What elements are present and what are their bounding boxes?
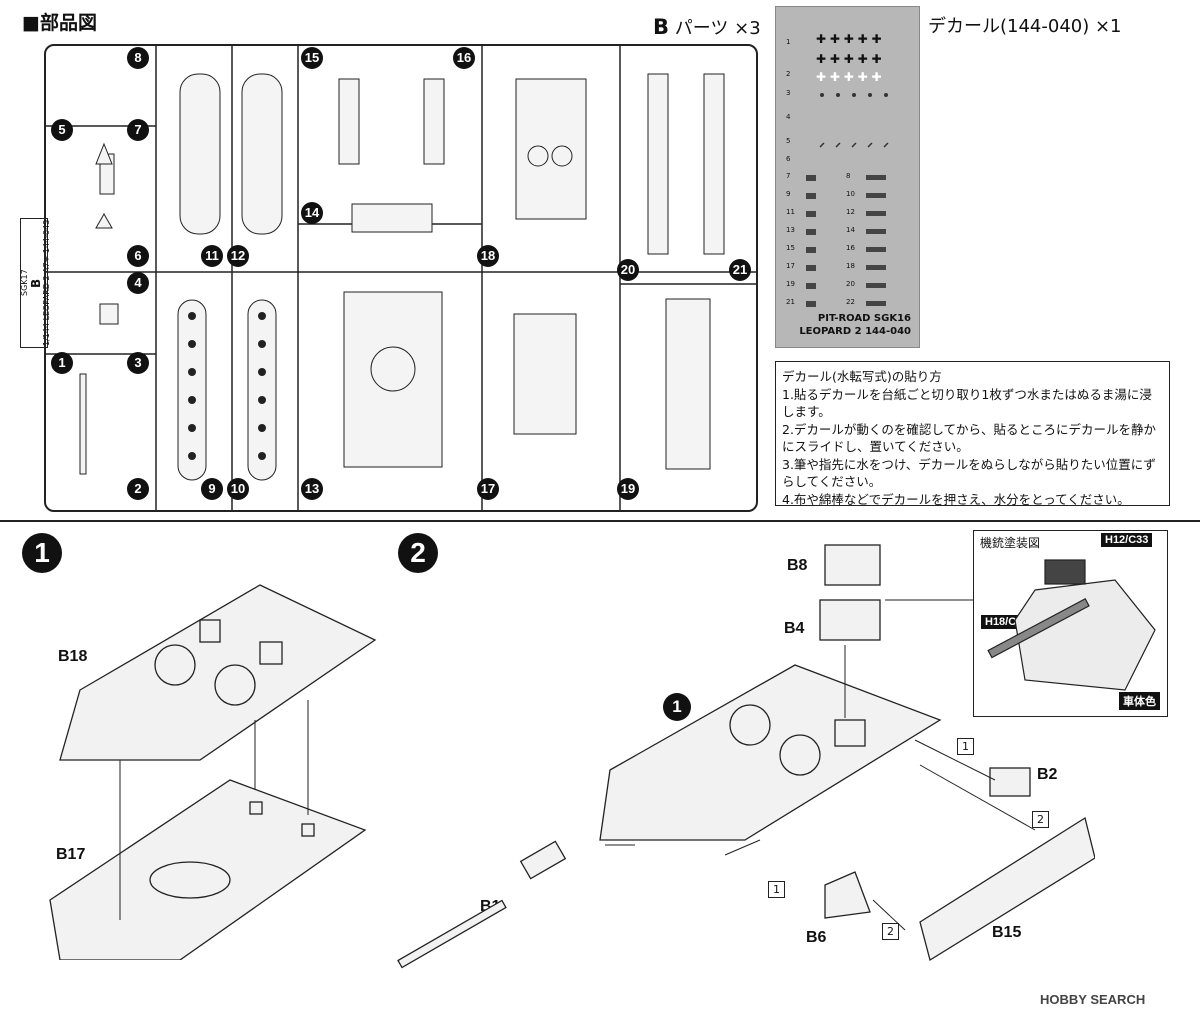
svg-text:✚ ✚ ✚ ✚ ✚: ✚ ✚ ✚ ✚ ✚ xyxy=(816,52,882,66)
decal-pair-11: 11 xyxy=(786,208,795,216)
decal-row-5: 5 xyxy=(786,137,791,145)
decal-pair-16: 16 xyxy=(846,244,855,252)
decal-sheet-caption: PIT-ROAD SGK16 LEOPARD 2 144-040 xyxy=(791,312,911,338)
decal-pair-18: 18 xyxy=(846,262,855,270)
decal-pair-17: 17 xyxy=(786,262,795,270)
part-number-11: 11 xyxy=(201,245,223,267)
part-number-1: 1 xyxy=(51,352,73,374)
part-number-3: 3 xyxy=(127,352,149,374)
decal-row-4: 4 xyxy=(786,113,791,121)
section-title: ■部品図 xyxy=(22,12,97,34)
decal-row-1: 1 xyxy=(786,38,791,46)
decal-pair-10: 10 xyxy=(846,190,855,198)
label-b18: B18 xyxy=(58,648,88,665)
order-mark: 1 xyxy=(957,738,974,755)
label-b4: B4 xyxy=(784,620,805,637)
part-number-12: 12 xyxy=(227,245,249,267)
step-2-badge: 2 xyxy=(398,533,438,573)
svg-text:✚ ✚ ✚ ✚ ✚: ✚ ✚ ✚ ✚ ✚ xyxy=(816,70,882,84)
label-b15: B15 xyxy=(992,924,1022,941)
decal-sheet: ✚ ✚ ✚ ✚ ✚ ✚ ✚ ✚ ✚ ✚ ✚ ✚ ✚ ✚ ✚ xyxy=(775,6,920,348)
part-number-8: 8 xyxy=(127,47,149,69)
label-b17: B17 xyxy=(56,846,86,863)
decal-pair-21: 21 xyxy=(786,298,795,306)
sprue-tab-code: SGK17 xyxy=(20,269,29,297)
decal-marks: ✚ ✚ ✚ ✚ ✚ ✚ ✚ ✚ ✚ ✚ ✚ ✚ ✚ ✚ ✚ xyxy=(806,32,889,307)
part-number-15: 15 xyxy=(301,47,323,69)
part-number-6: 6 xyxy=(127,245,149,267)
part-number-18: 18 xyxy=(477,245,499,267)
ref-step-1-badge: 1 xyxy=(663,693,691,721)
decal-instructions: デカール(水転写式)の貼り方 1.貼るデカールを台紙ごと切り取り1枚ずつ水または… xyxy=(775,361,1170,507)
instructions-title: デカール(水転写式)の貼り方 xyxy=(782,369,942,384)
part-number-21: 21 xyxy=(729,259,751,281)
part-number-13: 13 xyxy=(301,478,323,500)
label-b6: B6 xyxy=(806,929,827,946)
decal-pair-19: 19 xyxy=(786,280,795,288)
order-mark: 2 xyxy=(882,923,899,940)
sprue-runners xyxy=(44,44,758,512)
label-b2: B2 xyxy=(1037,766,1058,783)
part-number-5: 5 xyxy=(51,119,73,141)
machine-gun-drawing xyxy=(987,559,1156,691)
part-number-20: 20 xyxy=(617,259,639,281)
b-parts-count: B パーツ ×3 xyxy=(653,14,761,40)
watermark: HOBBY SEARCH xyxy=(1040,992,1146,1007)
instruction-step-2: 2.デカールが動くのを確認してから、貼るところにデカールを静かにスライドし、置い… xyxy=(782,421,1157,455)
color-callout-h12-c33: H12/C33 xyxy=(1101,533,1153,547)
decal-row-3: 3 xyxy=(786,89,791,97)
decal-row-2: 2 xyxy=(786,70,791,78)
inset-title: 機銃塗装図 xyxy=(980,536,1041,550)
instruction-step-3: 3.筆や指先に水をつけ、デカールをぬらしながら貼りたい位置にずらしてください。 xyxy=(782,456,1156,490)
sprue-tab-letter: B xyxy=(28,278,43,288)
color-callout-body: 車体色 xyxy=(1119,692,1160,710)
part-number-17: 17 xyxy=(477,478,499,500)
order-mark: 1 xyxy=(768,881,785,898)
decal-pair-15: 15 xyxy=(786,244,795,252)
section-divider xyxy=(0,520,1200,522)
step-2-drawing xyxy=(397,544,1095,969)
part-number-7: 7 xyxy=(127,119,149,141)
b-parts-label: パーツ ×3 xyxy=(674,18,761,39)
decal-pair-12: 12 xyxy=(846,208,855,216)
part-number-2: 2 xyxy=(127,478,149,500)
order-mark: 2 xyxy=(1032,811,1049,828)
instruction-step-4: 4.布や綿棒などでデカールを押さえ、水分をとってください。 xyxy=(782,491,1130,507)
label-b8: B8 xyxy=(787,557,808,574)
part-number-10: 10 xyxy=(227,478,249,500)
sprue-frame xyxy=(44,44,758,512)
decal-pair-22: 22 xyxy=(846,298,855,306)
step-1-badge: 1 xyxy=(22,533,62,573)
instruction-step-1: 1.貼るデカールを台紙ごと切り取り1枚ずつ水またはぬるま湯に浸します。 xyxy=(782,386,1152,420)
decal-pair-9: 9 xyxy=(786,190,791,198)
part-number-14: 14 xyxy=(301,202,323,224)
decal-title: デカール(144-040) ×1 xyxy=(928,16,1122,37)
part-number-16: 16 xyxy=(453,47,475,69)
part-number-19: 19 xyxy=(617,478,639,500)
decal-pair-20: 20 xyxy=(846,280,855,288)
decal-pair-8: 8 xyxy=(846,172,851,180)
decal-caption-line2: LEOPARD 2 144-040 xyxy=(799,326,911,337)
part-number-9: 9 xyxy=(201,478,223,500)
decal-pair-7: 7 xyxy=(786,172,791,180)
decal-caption-line1: PIT-ROAD SGK16 xyxy=(817,313,911,324)
step-1-drawing xyxy=(49,584,377,960)
part-number-4: 4 xyxy=(127,272,149,294)
decal-pair-14: 14 xyxy=(846,226,855,234)
decal-pair-13: 13 xyxy=(786,226,795,234)
svg-text:✚ ✚ ✚ ✚ ✚: ✚ ✚ ✚ ✚ ✚ xyxy=(816,32,882,46)
decal-row-6: 6 xyxy=(786,155,791,163)
b-letter: B xyxy=(653,15,670,39)
